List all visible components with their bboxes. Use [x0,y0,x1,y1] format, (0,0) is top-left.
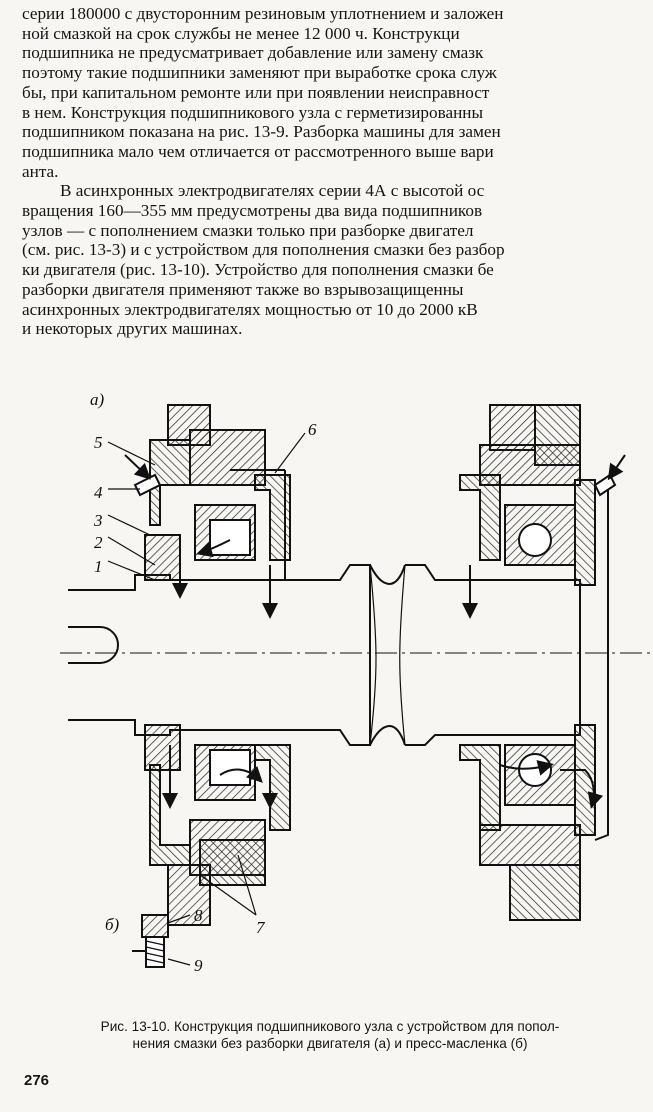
caption-line-1: Рис. 13-10. Конструкция подшипникового у… [100,1019,560,1034]
callout-2: 2 [94,533,103,552]
bearing-drawing: а) б) 1 2 3 4 5 6 7 8 9 [60,390,653,975]
callout-4: 4 [94,483,103,502]
text-line-14: ки двигателя (рис. 13-10). Устройство дл… [22,260,494,280]
body-text: серии 180000 с двусторонним резиновым уп… [22,4,653,339]
callout-3: 3 [93,511,103,530]
figure-caption: Рис. 13-10. Конструкция подшипникового у… [30,1018,630,1052]
label-a: а) [90,390,105,409]
text-line-16: асинхронных электродвигателях мощностью … [22,299,478,319]
callout-8: 8 [194,906,203,925]
text-line-11: вращения 160—355 мм предусмотрены два ви… [22,201,483,221]
shaft [68,564,371,746]
text-line-13: (см. рис. 13-3) и с устройством для попо… [22,240,505,260]
callout-9: 9 [194,956,203,975]
press-oiler [132,914,191,968]
text-line-7: подшипником показана на рис. 13-9. Разбо… [22,122,501,142]
text-line-15: разборки двигателя применяют также во вз… [22,279,464,299]
page-number: 276 [24,1072,50,1089]
text-line-8: подшипника мало чем отличается от рассмо… [22,141,494,161]
text-line-1: серии 180000 с двусторонним резиновым уп… [22,4,504,23]
text-line-10: В асинхронных электродвигателях серии 4А… [60,181,485,201]
text-line-9: анта. [22,161,59,181]
keyway [68,626,119,664]
text-line-17: и некоторых других машинах. [22,319,243,339]
caption-line-2: нения смазки без разборки двигателя (а) … [132,1036,528,1051]
shaft-right [405,564,581,746]
callout-6: 6 [308,420,317,439]
label-b: б) [105,915,120,934]
text-line-2: ной смазкой на срок службы не менее 12 0… [22,23,460,43]
text-line-6: в нем. Конструкция подшипникового узла с… [22,102,484,122]
text-line-3: подшипника не предусматривает добавление… [22,43,484,63]
text-line-12: узлов — с пополнением смазки только при … [22,220,474,240]
callout-1: 1 [94,557,103,576]
bearing-assembly-figure: а) б) 1 2 3 4 5 6 7 8 9 [60,385,653,1000]
text-line-5: бы, при капитальном ремонте или при появ… [22,82,490,102]
callout-5: 5 [94,433,103,452]
text-line-4: поэтому такие подшипники заменяют при вы… [22,63,497,83]
callout-7: 7 [256,918,266,937]
